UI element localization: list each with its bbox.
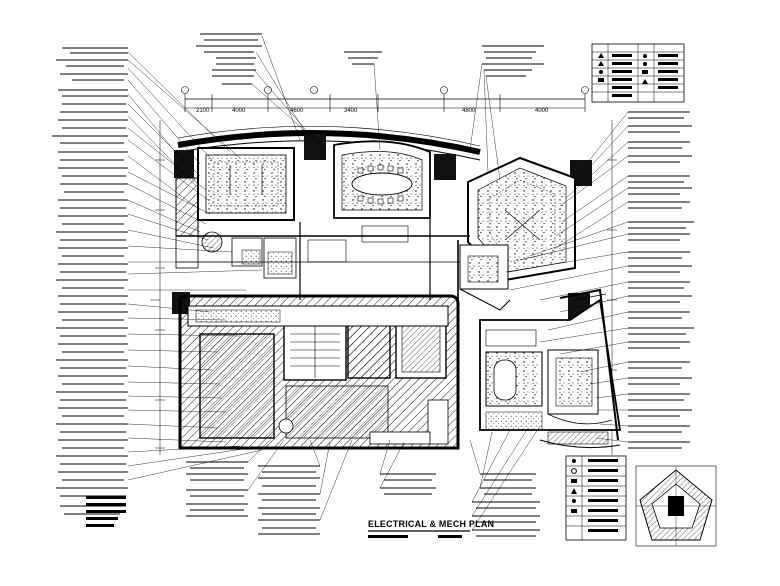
top-dimension-line: 2100 4000 4600 3400 4800 4000 <box>181 86 589 114</box>
room-bedroom-top-left <box>197 147 295 221</box>
legend-table-top <box>591 43 685 103</box>
dim-label-1: 2100 <box>196 108 210 114</box>
dim-label-3: 4600 <box>290 108 304 114</box>
dim-label-6: 4000 <box>535 108 549 114</box>
dim-label-4: 3400 <box>344 108 358 114</box>
key-plan <box>635 465 717 547</box>
dim-label-5: 4800 <box>462 108 476 114</box>
annotation-notes-bottom <box>186 461 540 537</box>
legend-table-bottom <box>565 455 627 541</box>
annotation-note-bars <box>86 496 126 527</box>
drawing-title: ELECTRICAL & MECH PLAN <box>368 519 494 529</box>
annotation-leaders-bottom <box>247 425 541 531</box>
annotation-notes-top <box>196 33 544 85</box>
annotation-leaders-right <box>505 111 629 443</box>
floor-plan <box>172 125 622 450</box>
annotation-notes-left <box>52 47 128 515</box>
room-closet <box>459 244 511 311</box>
dim-label-2: 4000 <box>232 108 246 114</box>
drawing-title-block: ELECTRICAL & MECH PLAN <box>368 519 494 538</box>
annotation-notes-right <box>628 111 694 449</box>
service-core <box>178 294 460 450</box>
annotation-leaders-left <box>127 51 263 481</box>
room-dining <box>333 140 431 219</box>
room-bathroom <box>479 288 622 441</box>
annotation-leaders-top <box>251 35 501 181</box>
left-dimension-line <box>150 120 165 455</box>
